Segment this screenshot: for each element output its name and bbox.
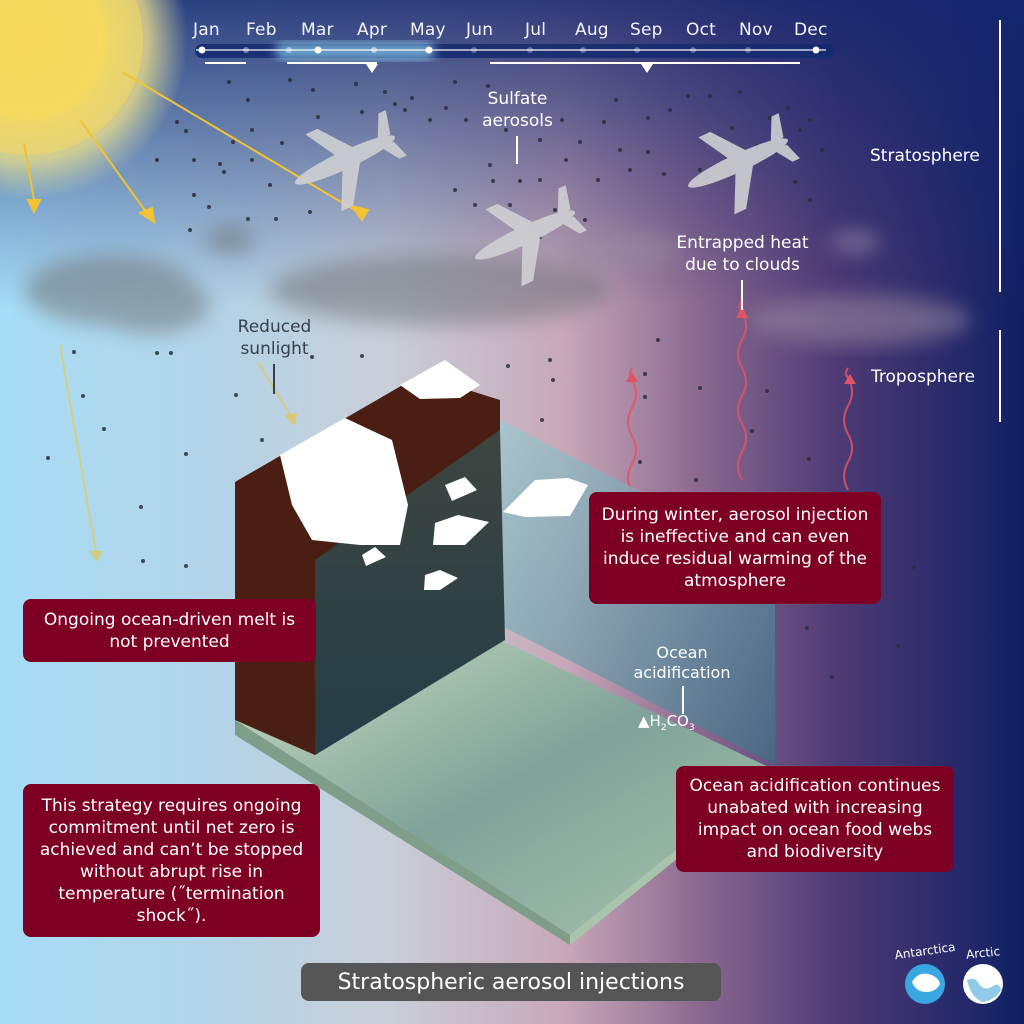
month-mar: Mar <box>301 20 334 40</box>
troposphere-label: Troposphere <box>871 367 976 387</box>
airplane-icon <box>688 113 800 215</box>
month-feb: Feb <box>246 20 277 40</box>
stratosphere-label: Stratosphere <box>870 146 980 166</box>
antarctica-badge: Antarctica <box>890 940 960 1010</box>
month-dec: Dec <box>794 20 828 40</box>
ice-shelf <box>315 430 505 755</box>
antarctica-globe-icon <box>905 964 945 1004</box>
sulfate-pointer <box>516 136 518 164</box>
acidification-pointer <box>682 686 684 714</box>
clouds <box>25 226 970 345</box>
heat-pointer <box>741 280 743 310</box>
airplane-icon <box>295 110 407 212</box>
ocean-acidification-label: Ocean acidification <box>633 643 731 682</box>
stratosphere-bracket <box>999 20 1001 292</box>
marker-sep <box>641 64 653 73</box>
month-aug: Aug <box>575 20 609 40</box>
arctic-globe-icon <box>963 964 1003 1004</box>
diagram-title: Stratospheric aerosol injections <box>301 963 721 1001</box>
month-jun: Jun <box>466 20 494 40</box>
entrapped-heat-label: Entrapped heat due to clouds <box>676 233 809 275</box>
month-oct: Oct <box>686 20 716 40</box>
callout-ocean-melt: Ongoing ocean-driven melt is not prevent… <box>23 599 316 662</box>
sulfate-aerosols-label: Sulfate aerosols <box>482 89 553 131</box>
callout-winter-ineffective: During winter, aerosol injection is inef… <box>589 492 881 604</box>
arctic-badge: Arctic <box>955 940 1015 1010</box>
sunlight-pointer <box>273 364 275 394</box>
month-nov: Nov <box>739 20 773 40</box>
month-sep: Sep <box>630 20 663 40</box>
callout-termination-shock: This strategy requires ongoing commitmen… <box>23 784 320 937</box>
troposphere-bracket <box>999 330 1001 422</box>
month-apr: Apr <box>357 20 388 40</box>
callout-ocean-acidification: Ocean acidification continues unabated w… <box>676 766 954 872</box>
increase-triangle-icon: ▲ <box>638 712 650 730</box>
ice-chunks <box>280 360 588 590</box>
month-jan: Jan <box>193 20 220 40</box>
marker-apr <box>366 64 378 73</box>
reduced-sunlight-label: Reduced sunlight <box>237 317 312 359</box>
bedrock <box>235 375 500 755</box>
airplane-icon <box>475 185 587 287</box>
carbonic-acid-formula: ▲H2CO3 <box>638 712 695 733</box>
heat-arrows <box>627 299 853 493</box>
month-may: May <box>410 20 446 40</box>
month-jul: Jul <box>525 20 547 40</box>
timeline-track <box>196 46 826 73</box>
